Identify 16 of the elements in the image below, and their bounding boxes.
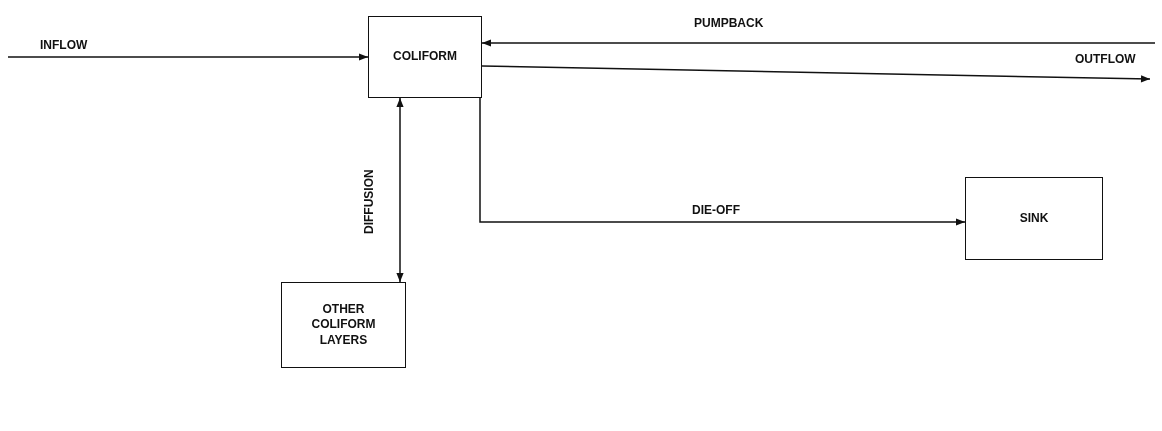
arrow [396,97,404,283]
box-label: SINK [1019,210,1049,227]
edge-label: DIE-OFF [690,203,742,217]
arrow [479,97,966,226]
box-label: OTHER COLIFORM LAYERS [310,301,377,349]
process-box [281,282,406,368]
process-box [368,16,482,98]
arrow [481,39,1156,47]
arrow [481,65,1151,83]
box-label: COLIFORM [393,49,457,65]
process-box [965,177,1103,260]
edge-label: INFLOW [38,38,90,52]
edge-label: PUMPBACK [692,16,766,30]
arrow [7,53,369,61]
edge-label: OUTFLOW [1073,52,1138,66]
edge-label: DIFFUSION [362,167,376,236]
